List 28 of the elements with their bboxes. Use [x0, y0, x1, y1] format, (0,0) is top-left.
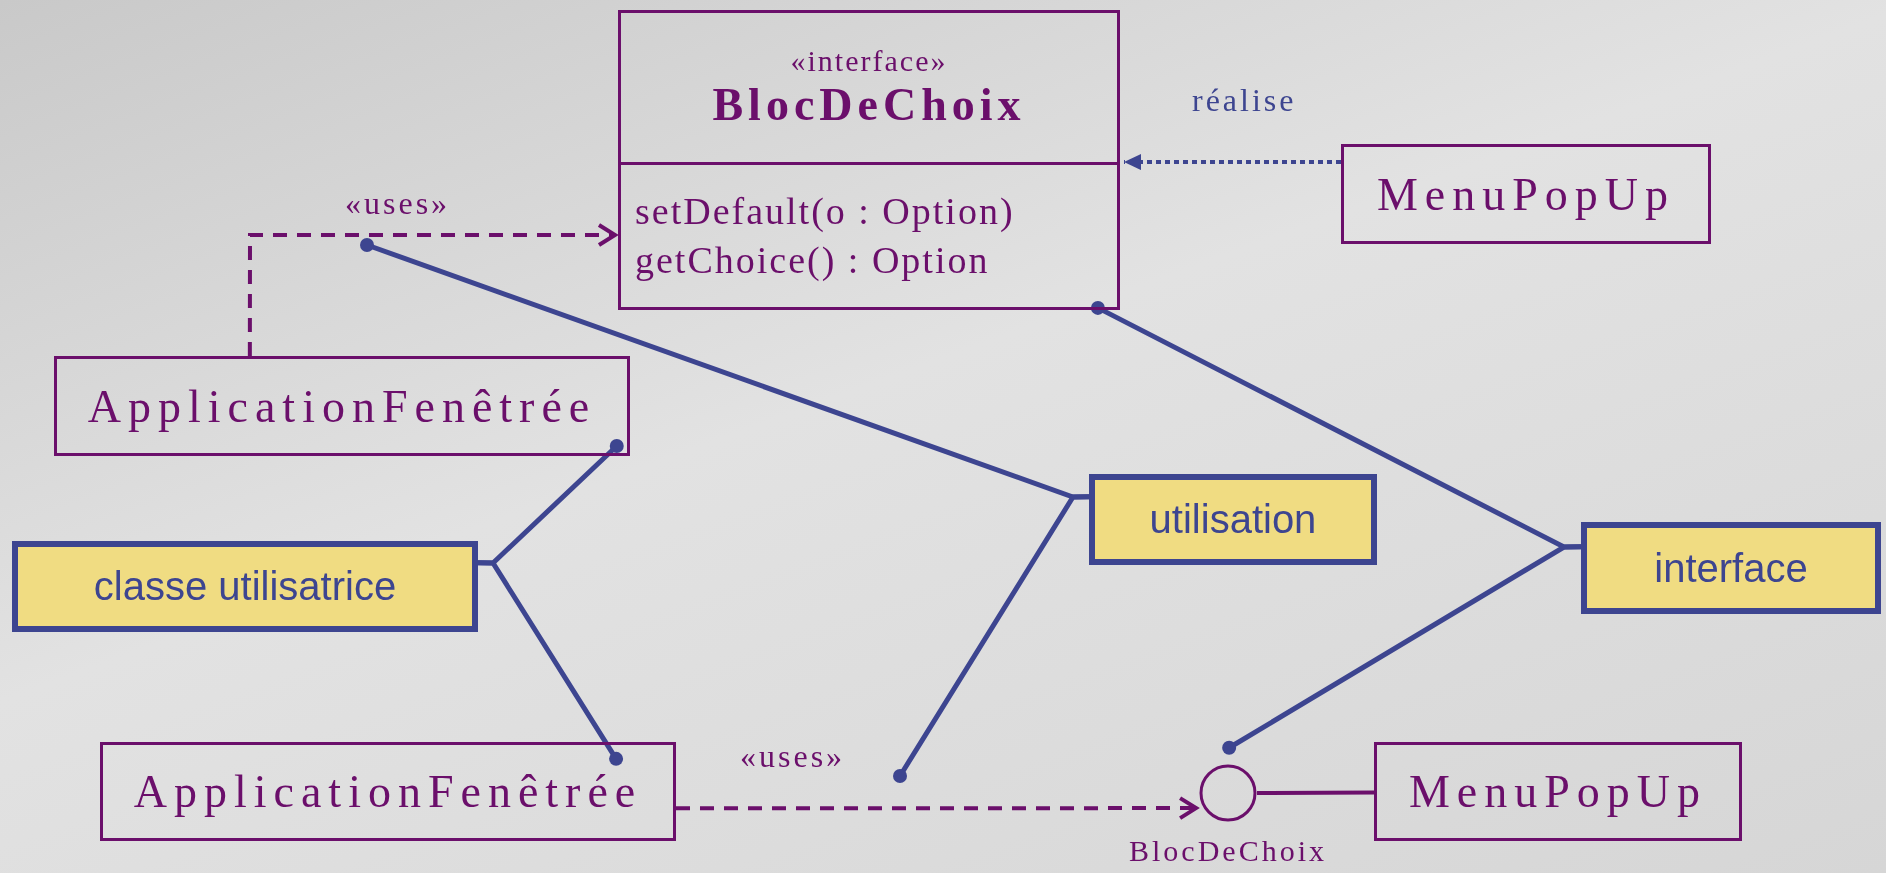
class-box — [1341, 144, 1711, 244]
class-box — [54, 356, 630, 456]
class-name: MenuPopUp — [1408, 765, 1708, 818]
interface-circle — [1199, 764, 1257, 822]
callout-note: interface — [1581, 522, 1881, 614]
method-signature: setDefault(o : Option) — [635, 188, 1016, 234]
dependency-arrow — [247, 223, 617, 356]
leader-line — [1222, 544, 1582, 755]
connector-line — [1257, 790, 1374, 795]
class-box — [100, 742, 676, 841]
leader-line — [893, 494, 1090, 783]
callout-note: classe utilisatrice — [12, 541, 478, 632]
class-name: ApplicationFenêtrée — [87, 379, 597, 433]
interface-name: BlocDeChoix — [1129, 834, 1327, 868]
dependency-arrow — [1124, 154, 1341, 171]
stereotype-label: «interface» — [790, 44, 948, 78]
edge-label: réalise — [1192, 82, 1297, 119]
class-box — [1374, 742, 1742, 841]
class-name: MenuPopUp — [1376, 167, 1676, 221]
method-signature: getChoice() : Option — [635, 238, 991, 283]
leader-line — [477, 560, 624, 766]
edge-label: «uses» — [345, 185, 451, 222]
dependency-arrow — [676, 796, 1199, 821]
class-name: BlocDeChoix — [712, 78, 1026, 131]
callout-note: utilisation — [1089, 474, 1377, 565]
interface-class-box — [618, 10, 1120, 310]
edge-label: «uses» — [740, 738, 846, 775]
class-name: ApplicationFenêtrée — [133, 765, 643, 818]
